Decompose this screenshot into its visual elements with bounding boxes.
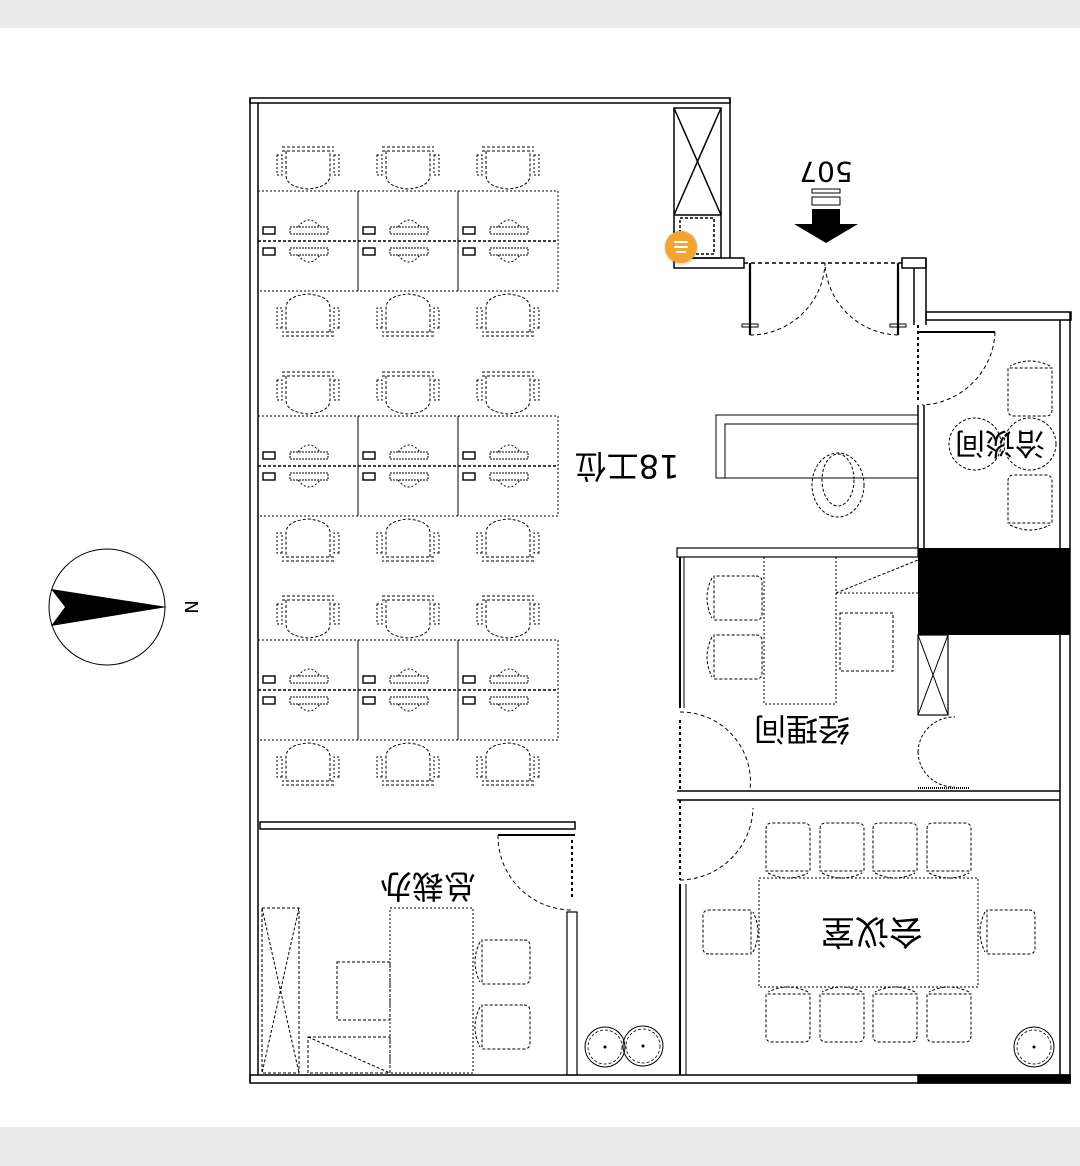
floorplan-canvas: 507 18工位 洽谈间	[0, 28, 1080, 1127]
room-label-manager: 经理间	[754, 710, 850, 748]
entrance-arrow-icon	[794, 188, 858, 243]
meeting-room	[679, 800, 1055, 1075]
viewer-top-bar	[0, 0, 1080, 28]
room-label-meeting: 会议室	[821, 911, 923, 951]
negotiation-room	[917, 325, 1057, 548]
workstation-area	[257, 146, 559, 786]
floorplan-drawing: 507 18工位 洽谈间	[48, 97, 1072, 1084]
viewer-bottom-bar	[0, 1127, 1080, 1166]
room-label-negotiation: 洽谈间	[955, 425, 1045, 460]
reception-counter	[715, 414, 919, 518]
room-label-workstations: 18工位	[575, 447, 680, 485]
menu-lines-icon	[674, 241, 688, 243]
floating-menu-button[interactable]	[665, 231, 697, 263]
room-label-ceo: 总裁办	[380, 867, 476, 905]
compass-north-label: N	[180, 600, 201, 613]
entrance-door	[741, 262, 907, 336]
entrance-room-number: 507	[799, 155, 852, 188]
outer-walls	[249, 97, 1072, 1084]
compass-icon	[48, 548, 167, 666]
ceo-office	[259, 821, 664, 1076]
manager-room	[676, 547, 1060, 801]
structural-column	[918, 548, 1070, 635]
